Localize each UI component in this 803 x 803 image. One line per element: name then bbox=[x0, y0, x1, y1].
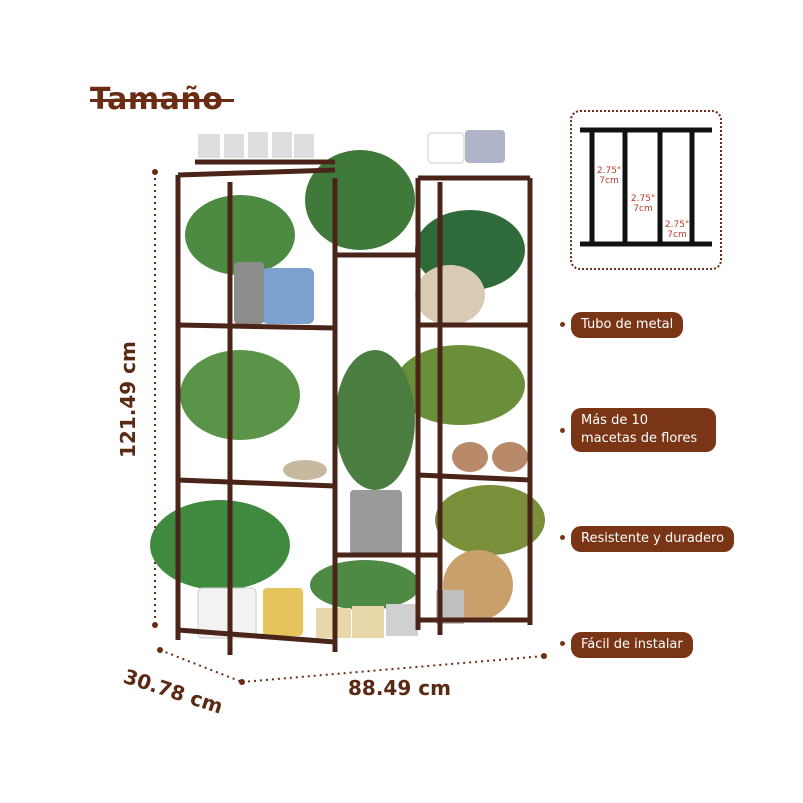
spacing-label-1: 2.75"7cm bbox=[596, 166, 622, 186]
feature-bullet bbox=[560, 535, 565, 540]
width-dimension: 88.49 cm bbox=[348, 676, 451, 700]
spacing-label-3: 2.75"7cm bbox=[664, 220, 690, 240]
feature-bullet bbox=[560, 322, 565, 327]
tube-spacing-inset: 2.75"7cm 2.75"7cm 2.75"7cm bbox=[570, 110, 722, 270]
tube-spacing-diagram bbox=[580, 127, 712, 247]
dimension-lines bbox=[154, 172, 545, 683]
title-strikethrough bbox=[90, 99, 234, 102]
feature-durable: Resistente y duradero bbox=[571, 526, 735, 552]
feature-bullet bbox=[560, 641, 565, 646]
height-dimension: 121.49 cm bbox=[116, 341, 140, 458]
feature-bullet bbox=[560, 428, 565, 433]
plants bbox=[150, 130, 545, 639]
feature-easy-install: Fácil de instalar bbox=[571, 632, 693, 658]
feature-pots-capacity: Más de 10 macetas de flores bbox=[571, 408, 716, 452]
feature-metal-tube: Tubo de metal bbox=[571, 312, 684, 338]
spacing-label-2: 2.75"7cm bbox=[630, 194, 656, 214]
shelf-frame bbox=[175, 159, 533, 655]
